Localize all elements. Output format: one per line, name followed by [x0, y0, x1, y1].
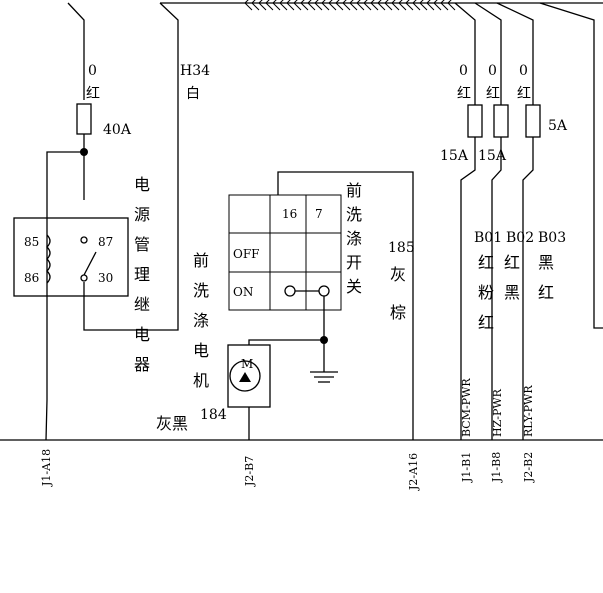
relay-pin-87: 87	[98, 235, 113, 249]
wire-b03-code: B03	[538, 230, 566, 246]
switch-on-contact-7	[318, 285, 330, 297]
svg-text:理: 理	[134, 265, 150, 284]
relay-switch-arm	[83, 251, 97, 276]
wire-w6-color2: 棕	[390, 303, 406, 322]
svg-text:继: 继	[134, 295, 150, 314]
svg-text:前: 前	[193, 251, 209, 270]
switch-on-contact-16	[284, 285, 296, 297]
wire-w3-code: 0	[459, 63, 468, 79]
svg-text:器: 器	[134, 355, 150, 374]
wire-b03-c2: 红	[538, 283, 554, 302]
connector-j1-a18: J1-A18	[40, 449, 53, 487]
relay-box	[13, 217, 129, 297]
switch-row-off: OFF	[233, 247, 260, 261]
wire-w5-code: 0	[519, 63, 528, 79]
svg-text:洗: 洗	[193, 281, 209, 300]
wire-b02-c1: 红	[504, 253, 520, 272]
fuse-15a-2	[493, 104, 509, 138]
svg-text:电: 电	[134, 325, 150, 344]
svg-text:电: 电	[193, 341, 209, 360]
wire-w2-color: 白	[186, 86, 200, 102]
wire-w4-color: 红	[486, 86, 500, 102]
main-fuse-rating: 40A	[103, 122, 132, 138]
svg-text:管: 管	[134, 235, 150, 254]
fuse-f1-rating: 15A	[440, 148, 469, 164]
wire-w1-code: 0	[88, 63, 97, 79]
signal-bcm-pwr: BCM-PWR	[460, 378, 473, 437]
wire-w1-color: 红	[86, 86, 100, 102]
wire-b01-c2: 粉	[478, 283, 494, 302]
svg-text:源: 源	[134, 205, 150, 224]
wire-b01-c3: 红	[478, 313, 494, 332]
switch-col-7: 7	[315, 207, 323, 221]
right-feed-wires	[454, 2, 603, 440]
relay-contact-30	[80, 274, 88, 282]
wire-b01-code: B01	[474, 230, 502, 246]
relay-coil-icon	[46, 234, 51, 284]
wire-h34	[83, 2, 179, 331]
switch-label: 前 洗 涤 开 关	[346, 181, 362, 296]
wire-w4-code: 0	[488, 63, 497, 79]
relay-coil-feed	[45, 151, 84, 441]
relay-label: 电 源 管 理 继 电 器	[134, 175, 150, 374]
svg-text:机: 机	[193, 371, 209, 390]
wire-w7-color: 灰黑	[156, 414, 188, 433]
svg-text:洗: 洗	[346, 205, 362, 224]
motor-symbol: M	[241, 357, 253, 371]
fuse-5a	[525, 104, 541, 138]
wire-w7-code: 184	[200, 407, 227, 423]
svg-text:涤: 涤	[346, 229, 362, 248]
wire-w6-color1: 灰	[390, 265, 406, 284]
switch-table	[228, 194, 342, 311]
relay-pin-85: 85	[24, 235, 39, 249]
main-feed-wire	[67, 2, 85, 200]
relay-contact-87	[80, 236, 88, 244]
relay-pin-86: 86	[24, 271, 39, 285]
fuse-f2-rating: 15A	[478, 148, 507, 164]
svg-text:关: 关	[346, 277, 362, 296]
connector-j1-b8: J1-B8	[490, 452, 503, 483]
signal-hz-pwr: HZ-PWR	[491, 388, 504, 437]
svg-text:前: 前	[346, 181, 362, 200]
motor-label: 前 洗 涤 电 机	[193, 251, 209, 390]
fuse-15a-1	[467, 104, 483, 138]
top-harness	[160, 0, 603, 11]
connector-j1-b1: J1-B1	[460, 452, 473, 483]
signal-rly-pwr: RLY-PWR	[522, 385, 535, 437]
svg-text:开: 开	[346, 253, 362, 272]
svg-text:涤: 涤	[193, 311, 209, 330]
wire-b01-c1: 红	[478, 253, 494, 272]
wire-w6-code: 185	[388, 240, 415, 256]
svg-text:电: 电	[134, 175, 150, 194]
ground-icon	[310, 371, 338, 383]
wire-w5-color: 红	[517, 86, 531, 102]
wire-w2-code: H34	[180, 63, 210, 79]
connector-j2-b7: J2-B7	[243, 456, 256, 487]
fuse-f3-rating: 5A	[548, 118, 568, 134]
wire-185	[277, 171, 414, 440]
motor-icon	[227, 344, 271, 440]
switch-col-16: 16	[282, 207, 297, 221]
wire-b02-c2: 黑	[504, 283, 520, 302]
wire-b03-c1: 黑	[538, 253, 554, 272]
connector-j2-b2: J2-B2	[522, 452, 535, 483]
relay-pin-30: 30	[98, 271, 113, 285]
wire-switch-motor	[248, 296, 325, 345]
connector-j2-a16: J2-A16	[407, 453, 420, 491]
wire-w3-color: 红	[457, 86, 471, 102]
wire-b02-code: B02	[506, 230, 534, 246]
main-fuse	[76, 103, 92, 135]
switch-row-on: ON	[233, 285, 253, 299]
